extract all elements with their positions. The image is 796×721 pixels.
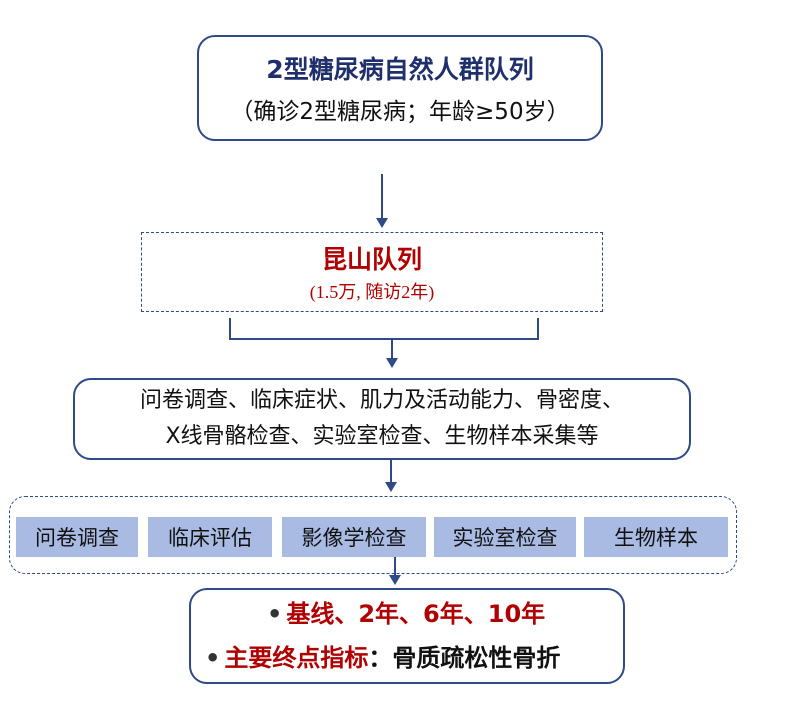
connector-line [394,557,396,577]
kunshan-cohort-box: 昆山队列 (1.5万, 随访2年) [141,232,603,312]
assessment-line-1: 问卷调查、临床症状、肌力及活动能力、骨密度、 [139,388,624,413]
bracket-bottom [229,338,539,340]
category-questionnaire: 问卷调查 [16,517,138,557]
population-cohort-title: 2型糖尿病自然人群队列 [266,55,534,84]
followup-timepoints: •基线、2年、6年、10年 [191,592,623,636]
connector-line [391,340,393,360]
kunshan-cohort-detail: (1.5万, 随访2年) [309,282,435,302]
endpoint-label: 主要终点指标 [224,644,369,672]
assessment-box: 问卷调查、临床症状、肌力及活动能力、骨密度、 X线骨骼检查、实验室检查、生物样本… [73,378,691,460]
category-imaging: 影像学检查 [282,517,426,557]
population-cohort-box: 2型糖尿病自然人群队列 （确诊2型糖尿病；年龄≥50岁） [197,35,603,141]
arrow-down-icon [386,358,398,368]
arrow-down-icon [389,575,401,585]
kunshan-cohort-title: 昆山队列 [321,245,422,274]
primary-endpoint: •主要终点指标：骨质疏松性骨折 [191,636,623,680]
outcomes-box: •基线、2年、6年、10年 •主要终点指标：骨质疏松性骨折 [189,588,625,684]
categories-container [9,496,737,574]
connector-line [390,460,392,484]
endpoint-value: 骨质疏松性骨折 [392,644,561,672]
bullet-icon: • [205,644,221,672]
category-clinical-assessment: 临床评估 [148,517,272,557]
bracket-left [229,318,231,340]
connector-line [381,174,383,220]
endpoint-separator: ： [368,644,393,672]
bullet-icon: • [267,600,283,628]
arrow-down-icon [385,482,397,492]
population-cohort-criteria: （确诊2型糖尿病；年龄≥50岁） [230,99,570,125]
arrow-down-icon [376,218,388,228]
assessment-line-2: X线骨骼检查、实验室检查、生物样本采集等 [165,424,599,449]
category-biosample: 生物样本 [584,517,728,557]
timepoints-text: 基线、2年、6年、10年 [286,600,546,628]
category-laboratory: 实验室检查 [434,517,576,557]
bracket-right [537,318,539,340]
